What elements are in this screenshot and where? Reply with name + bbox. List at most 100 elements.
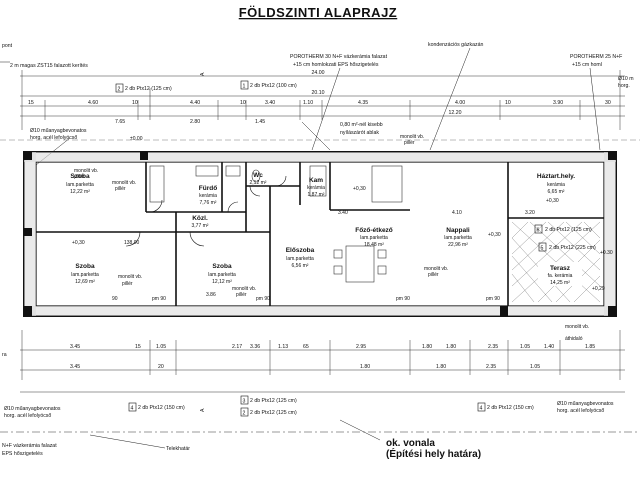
pm-3: pm 90: [396, 296, 410, 302]
svg-text:5: 5: [541, 246, 544, 252]
dim-top-9: 4.00: [455, 100, 465, 106]
dim-bot-12: 1.05: [520, 344, 530, 350]
room-furdo: Fürdő kerámia 7,76 m²: [199, 185, 217, 206]
note-horg-right: horg.: [618, 83, 630, 89]
dining-table: [333, 245, 387, 283]
dim-top-r2-1: 7.65: [115, 119, 125, 125]
svg-text:lam.parketta: lam.parketta: [71, 272, 99, 278]
dim-138: 138,00: [124, 240, 140, 246]
pm-4: pm 90: [486, 296, 500, 302]
label-epites: (Építési hely határa): [386, 447, 481, 460]
dim-top-r2-3: 2.80: [190, 119, 200, 125]
dim-bot-3: 1.05: [156, 344, 166, 350]
svg-text:12,22 m²: 12,22 m²: [70, 189, 90, 195]
dim-bot-7: 65: [303, 344, 309, 350]
svg-text:Wc: Wc: [253, 172, 263, 179]
section-tag-4-right: 4 2 db Ptx12 (150 cm): [477, 402, 534, 412]
section-mark-a-top: A: [200, 72, 206, 76]
svg-text:2 db Ptx12 (125 cm): 2 db Ptx12 (125 cm): [250, 410, 297, 416]
label-telekhatar: Telekhatár: [166, 446, 190, 452]
dim-overall: 24.00: [312, 70, 325, 76]
section-tag-4-left: 4 2 db Ptx12 (150 cm): [128, 402, 185, 412]
inner-dim-4: 3.86: [206, 292, 216, 298]
svg-text:Szoba: Szoba: [70, 173, 90, 180]
svg-text:kerámia: kerámia: [307, 185, 325, 191]
dim-top-5: 10: [240, 100, 246, 106]
dim-row-top-1: 15 4.60 10 4.40 10 3.40 1.10 4.35 4.00 1…: [28, 100, 611, 106]
dim-row-bottom-2: 3.45 20 1.80 1.80 2.35 1.05: [70, 364, 540, 370]
label-piller-2: pillér: [115, 186, 126, 192]
svg-text:12,12 m²: 12,12 m²: [212, 279, 232, 285]
label-monolit-4: monolit vb.: [232, 286, 256, 292]
svg-text:12,69 m²: 12,69 m²: [75, 279, 95, 285]
svg-text:lam.parketta: lam.parketta: [286, 256, 314, 262]
dim-top-7: 1.10: [303, 100, 313, 106]
dim-bot-5: 3.36: [250, 344, 260, 350]
dim-top-3: 10: [132, 100, 138, 106]
svg-text:Kam: Kam: [309, 177, 323, 184]
pipe-note-bottom-2: horg. acél lefolyócső: [4, 413, 51, 419]
svg-text:2 db Ptx12 (125 cm): 2 db Ptx12 (125 cm): [545, 227, 592, 233]
dim-top-1: 15: [28, 100, 34, 106]
elev-1: +0,30: [72, 240, 85, 246]
room-szoba-1: Szoba lam.parketta 12,22 m²: [66, 173, 94, 195]
svg-text:lam.parketta: lam.parketta: [360, 235, 388, 241]
svg-text:3: 3: [243, 399, 246, 405]
dim-bot-11: 2.35: [488, 344, 498, 350]
leader-telekhatar: [89, 434, 166, 449]
elev-zero: ±0.00: [130, 136, 143, 142]
building-outline: [23, 151, 617, 317]
room-szoba-2: Szoba lam.parketta 12,69 m²: [71, 263, 99, 285]
svg-text:Szoba: Szoba: [212, 263, 232, 270]
section-tag-6: 6 2 db Ptx12 (125 cm): [534, 224, 592, 234]
svg-text:2: 2: [118, 87, 121, 93]
label-monolit-7: monolit vb.: [565, 324, 589, 330]
svg-text:Főző-étkező: Főző-étkező: [355, 227, 393, 234]
svg-text:6,56 m²: 6,56 m²: [292, 263, 309, 269]
svg-text:6: 6: [537, 228, 540, 234]
section-mark-a-bottom: A: [200, 408, 206, 412]
note-eps15b: +15 cm homl: [572, 62, 602, 68]
pm-2: pm 90: [256, 296, 270, 302]
inner-dim-1: 3.40: [338, 210, 348, 216]
svg-text:2 db Ptx12 (125 cm): 2 db Ptx12 (125 cm): [250, 398, 297, 404]
room-fozo-etkezo: Főző-étkező lam.parketta 18,48 m²: [355, 227, 393, 248]
note-point: pont: [2, 43, 13, 49]
svg-text:22,96 m²: 22,96 m²: [448, 242, 468, 248]
section-tag-3-bottom: 3 2 db Ptx12 (125 cm): [240, 395, 297, 405]
pipe-note-bottom-1: Ø10 műanyagbevonatos: [4, 406, 61, 412]
dim-row-bottom-1: 3.45 15 1.05 2.17 3.36 1.13 65 2.95 1.80…: [70, 344, 595, 350]
dim-bot-2: 15: [135, 344, 141, 350]
svg-text:kerámia: kerámia: [199, 193, 217, 199]
label-piller-1: pillér: [74, 174, 85, 180]
dim-top-10: 10: [505, 100, 511, 106]
svg-text:Közl.: Közl.: [192, 215, 208, 222]
window-note-1: 0,80 m²-nél kisebb: [340, 122, 383, 128]
svg-text:7,76 m²: 7,76 m²: [200, 200, 217, 206]
label-ok-vonala: ok. vonala: [386, 438, 435, 449]
dim-bot-r2-5: 2.35: [486, 364, 496, 370]
room-szoba-3: Szoba lam.parketta 12,12 m²: [208, 263, 236, 285]
inner-dim-2: 4.10: [452, 210, 462, 216]
svg-text:2 db Ptx12 (150 cm): 2 db Ptx12 (150 cm): [138, 405, 185, 411]
doors: [125, 175, 287, 247]
dim-row-top-2: 7.65 1.45 2.80: [115, 119, 265, 125]
elev-4: +0,30: [546, 198, 559, 204]
room-kamra: Kam kerámia 1,87 m²: [307, 177, 325, 198]
bottom-wall-note-2: EPS hőszigetelés: [2, 451, 43, 457]
dim-bot-r2-4: 1.80: [436, 364, 446, 370]
elev-2: +0,30: [353, 186, 366, 192]
svg-text:lam.parketta: lam.parketta: [444, 235, 472, 241]
svg-text:Szoba: Szoba: [75, 263, 95, 270]
room-nappali: Nappali lam.parketta 22,96 m²: [444, 227, 472, 248]
pipe-note-br-1: Ø10 műanyagbevonatos: [557, 401, 614, 407]
dim-bot-r2-2: 20: [158, 364, 164, 370]
pm-1: pm 90: [152, 296, 166, 302]
svg-text:Terasz: Terasz: [550, 265, 571, 272]
pipe-note-left-1: Ø10 műanyagbevonatos: [30, 128, 87, 134]
room-wc: Wc 2,12 m²: [250, 172, 267, 186]
drawing-title: FÖLDSZINTI ALAPRAJZ: [239, 5, 398, 20]
dim-bot-1: 3.45: [70, 344, 80, 350]
svg-text:2: 2: [243, 411, 246, 417]
